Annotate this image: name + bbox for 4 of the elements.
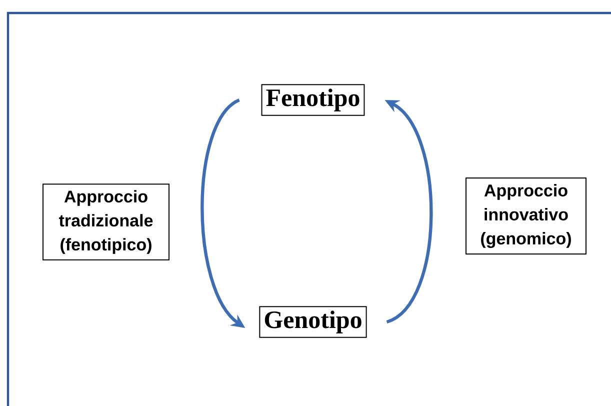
text-box: Approccio tradizionale (fenotipico) <box>42 184 170 260</box>
text-box: Approccio innovativo (genomico) <box>466 178 586 254</box>
text-box: Fenotipo <box>261 84 365 116</box>
text-box: Genotipo <box>259 306 367 338</box>
